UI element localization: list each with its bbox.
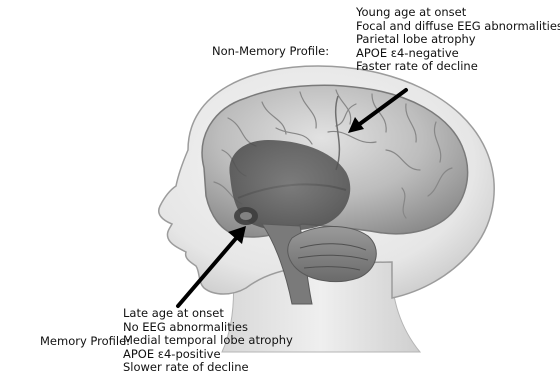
- non-memory-profile-label: Non-Memory Profile:: [212, 44, 329, 58]
- memory-traits-list: Late age at onset No EEG abnormalities M…: [123, 307, 293, 375]
- list-item: Faster rate of decline: [356, 60, 560, 74]
- list-item: Late age at onset: [123, 307, 293, 321]
- list-item: No EEG abnormalities: [123, 321, 293, 335]
- list-item: Slower rate of decline: [123, 361, 293, 375]
- list-item: APOE ε4-negative: [356, 47, 560, 61]
- memory-profile-label: Memory Profile:: [40, 334, 130, 348]
- list-item: APOE ε4-positive: [123, 348, 293, 362]
- list-item: Parietal lobe atrophy: [356, 33, 560, 47]
- list-item: Young age at onset: [356, 6, 560, 20]
- list-item: Medial temporal lobe atrophy: [123, 334, 293, 348]
- list-item: Focal and diffuse EEG abnormalities: [356, 20, 560, 34]
- non-memory-traits-list: Young age at onset Focal and diffuse EEG…: [356, 6, 560, 74]
